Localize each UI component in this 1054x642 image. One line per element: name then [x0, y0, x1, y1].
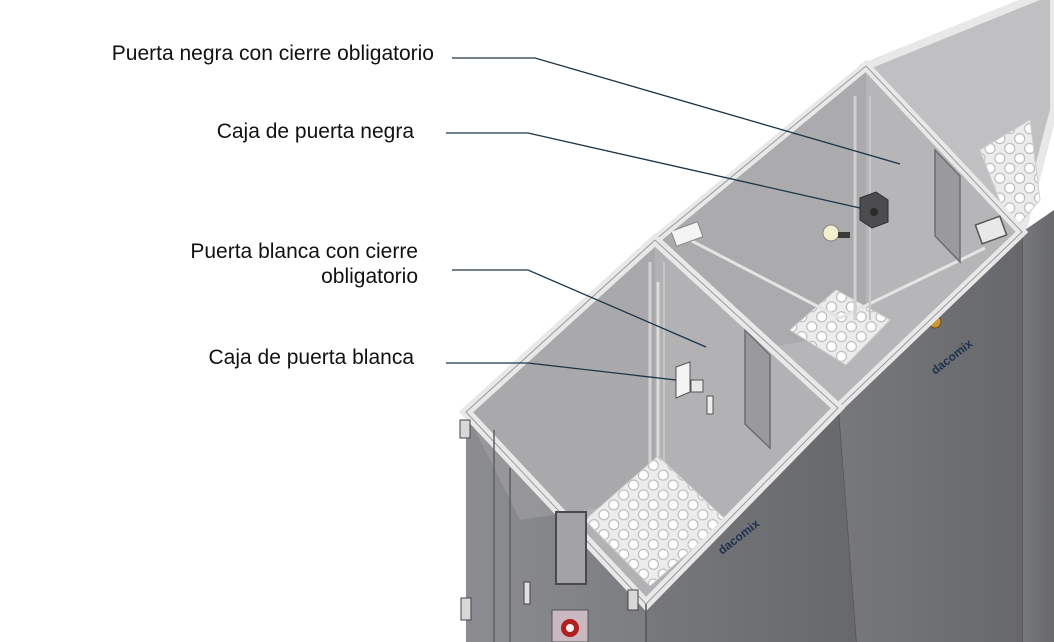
- front-window: [555, 511, 587, 585]
- module-far: [859, 0, 1054, 642]
- leader-white-door-box: [446, 362, 677, 381]
- label-white-door: Puerta blanca con cierre obligatorio: [190, 240, 418, 288]
- label-white-door-box: Caja de puerta blanca: [208, 346, 414, 369]
- floor-tiles-middle: [789, 289, 891, 366]
- white-door-box: [675, 361, 714, 415]
- leader-lines: [446, 57, 901, 381]
- leader-white-door: [452, 269, 707, 348]
- black-door-box: [859, 191, 889, 229]
- sensor-fixture: [822, 224, 840, 242]
- label-black-door-box: Caja de puerta negra: [216, 120, 414, 143]
- leader-black-door: [452, 57, 901, 165]
- label-black-door: Puerta negra con cierre obligatorio: [111, 42, 434, 65]
- module-near: dacomix: [458, 233, 856, 642]
- leader-black-door-box: [446, 132, 861, 209]
